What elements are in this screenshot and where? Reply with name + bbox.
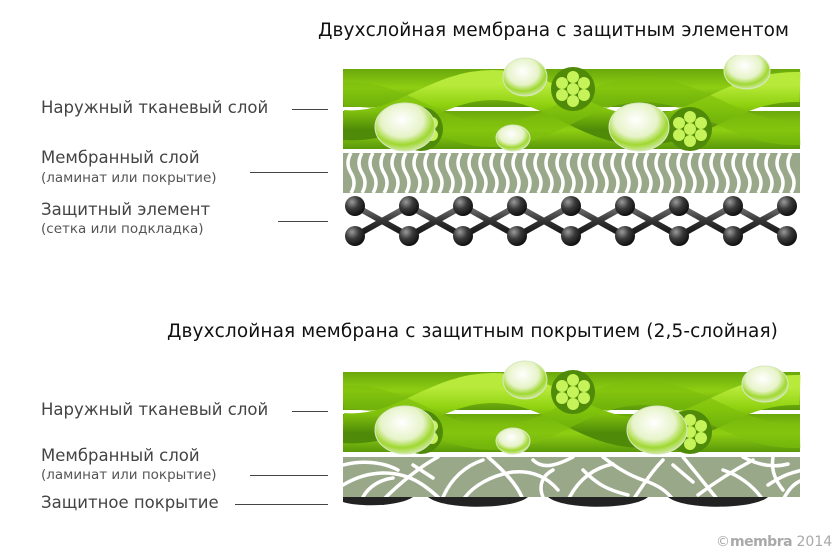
copyright-notice: ©membra 2014 bbox=[716, 534, 832, 550]
water-droplet bbox=[495, 124, 531, 152]
diagram-2-outer-fabric-label: Наружный тканевый слой bbox=[41, 400, 269, 419]
membrane-layer bbox=[343, 152, 800, 194]
water-droplet bbox=[741, 365, 789, 403]
diagram-2-outer-fabric-leader bbox=[292, 411, 328, 412]
fiber-bundle bbox=[551, 370, 595, 414]
diagram-1-illustration bbox=[343, 55, 801, 246]
diagram-1-title: Двухслойная мембрана с защитным элементо… bbox=[318, 20, 790, 41]
water-droplet bbox=[495, 427, 531, 455]
diagram-2-membrane-sublabel: (ламинат или покрытие) bbox=[41, 467, 217, 483]
water-droplet bbox=[374, 405, 436, 455]
outer-fabric-layer bbox=[343, 55, 801, 152]
membrane-layer bbox=[343, 457, 800, 497]
diagram-2-membrane-leader bbox=[250, 475, 328, 476]
copyright-symbol: © bbox=[716, 534, 730, 550]
copyright-year: 2014 bbox=[796, 534, 833, 550]
diagram-1-protective-leader bbox=[278, 221, 328, 222]
water-droplet bbox=[608, 102, 670, 152]
diagram-1-membrane-leader bbox=[250, 172, 328, 173]
fiber-bundle bbox=[668, 107, 712, 151]
diagram-1-protective-sublabel: (сетка или подкладка) bbox=[41, 221, 204, 237]
water-droplet bbox=[626, 405, 688, 455]
water-droplet bbox=[723, 55, 771, 90]
diagram-1-outer-fabric-leader bbox=[292, 109, 328, 110]
diagram-2-title: Двухслойная мембрана с защитным покрытие… bbox=[167, 321, 779, 342]
fiber-bundle bbox=[551, 67, 595, 111]
outer-fabric-layer bbox=[343, 360, 801, 455]
diagram-1-outer-fabric-label: Наружный тканевый слой bbox=[41, 98, 269, 117]
brand-logo: membra bbox=[730, 534, 793, 550]
water-droplet bbox=[502, 57, 548, 97]
diagram-1-protective-label: Защитный элемент bbox=[41, 200, 211, 219]
protective-mesh-layer bbox=[345, 196, 797, 246]
diagram-2-illustration bbox=[343, 360, 801, 507]
diagram-2-protective-coating-leader bbox=[235, 504, 328, 505]
diagram-1-membrane-sublabel: (ламинат или покрытие) bbox=[41, 170, 217, 186]
water-droplet bbox=[502, 360, 548, 400]
diagram-2-membrane-label: Мембранный слой bbox=[41, 446, 200, 465]
water-droplet bbox=[374, 102, 436, 152]
diagram-2-protective-coating-label: Защитное покрытие bbox=[41, 493, 219, 512]
protective-coating-layer bbox=[343, 497, 768, 507]
diagram-1-membrane-label: Мембранный слой bbox=[41, 148, 200, 167]
